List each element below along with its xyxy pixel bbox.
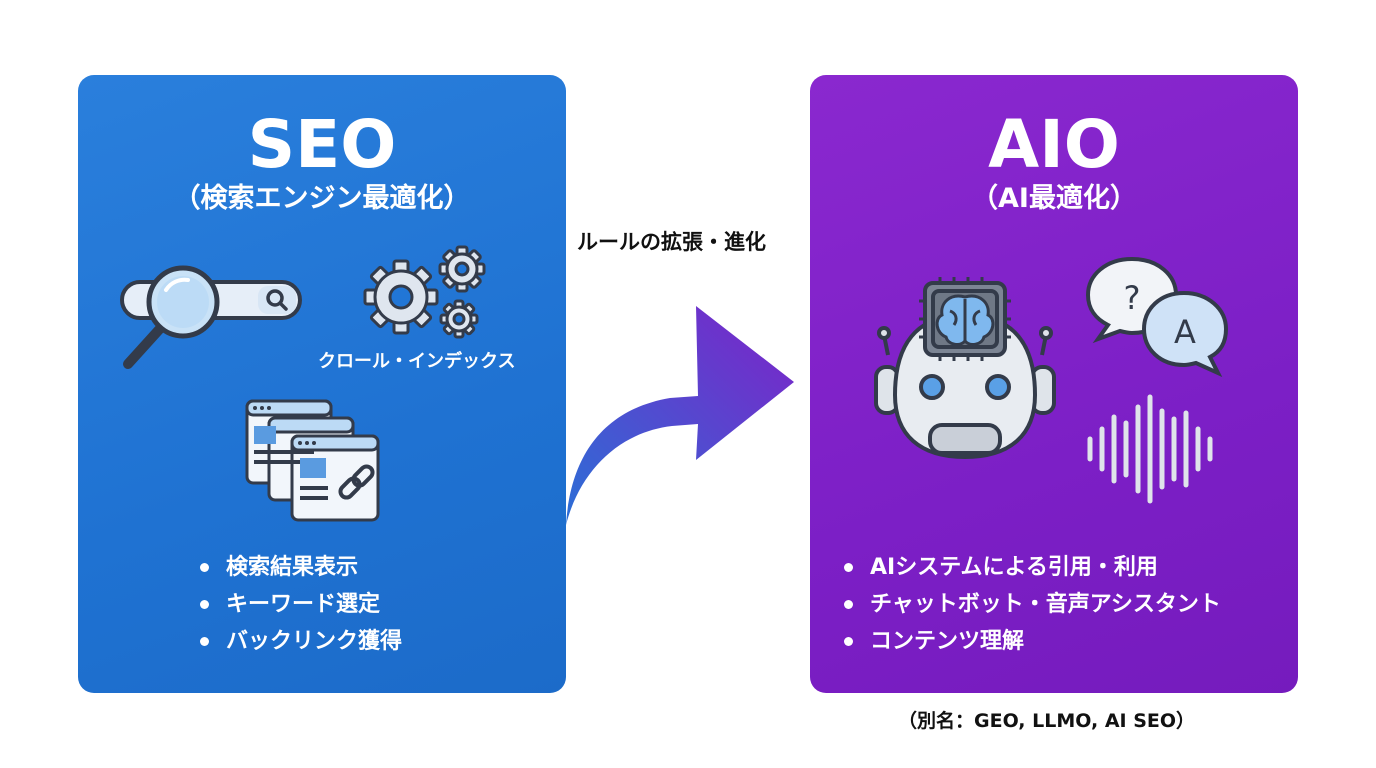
seo-bullet-item: 検索結果表示 xyxy=(200,549,402,586)
seo-title: SEO xyxy=(247,106,397,183)
aio-bullet-item: コンテンツ理解 xyxy=(844,623,1221,660)
chat-question-mark: ? xyxy=(1124,279,1141,317)
aio-alias-label: （別名：GEO, LLMO, AI SEO） xyxy=(898,710,1196,732)
chat-answer-letter: A xyxy=(1174,313,1196,351)
crawl-index-label: クロール・インデックス xyxy=(318,351,516,372)
evolution-arrow-icon xyxy=(566,306,794,525)
seo-panel: SEO （検索エンジン最適化） xyxy=(78,75,566,693)
seo-bullet-item: キーワード選定 xyxy=(200,586,402,623)
seo-subtitle: （検索エンジン最適化） xyxy=(173,183,471,214)
ai-robot-brain-icon xyxy=(874,277,1056,460)
aio-panel: AIO （AI最適化） xyxy=(810,75,1298,693)
chat-bubbles-qa-icon: ? A xyxy=(1085,256,1229,378)
sound-wave-icon xyxy=(1087,394,1213,504)
magnifier-search-bar-icon xyxy=(120,265,302,369)
seo-bullet-item: バックリンク獲得 xyxy=(200,623,402,660)
aio-bullet-list: AIシステムによる引用・利用 チャットボット・音声アシスタント コンテンツ理解 xyxy=(844,549,1221,660)
aio-subtitle: （AI最適化） xyxy=(971,183,1137,214)
aio-bullet-item: AIシステムによる引用・利用 xyxy=(844,549,1221,586)
arrow-label: ルールの拡張・進化 xyxy=(577,230,766,254)
web-pages-link-icon xyxy=(245,399,380,522)
seo-bullet-list: 検索結果表示 キーワード選定 バックリンク獲得 xyxy=(200,549,402,660)
aio-title: AIO xyxy=(988,106,1120,183)
gears-icon xyxy=(363,245,486,339)
aio-bullet-item: チャットボット・音声アシスタント xyxy=(844,586,1221,623)
